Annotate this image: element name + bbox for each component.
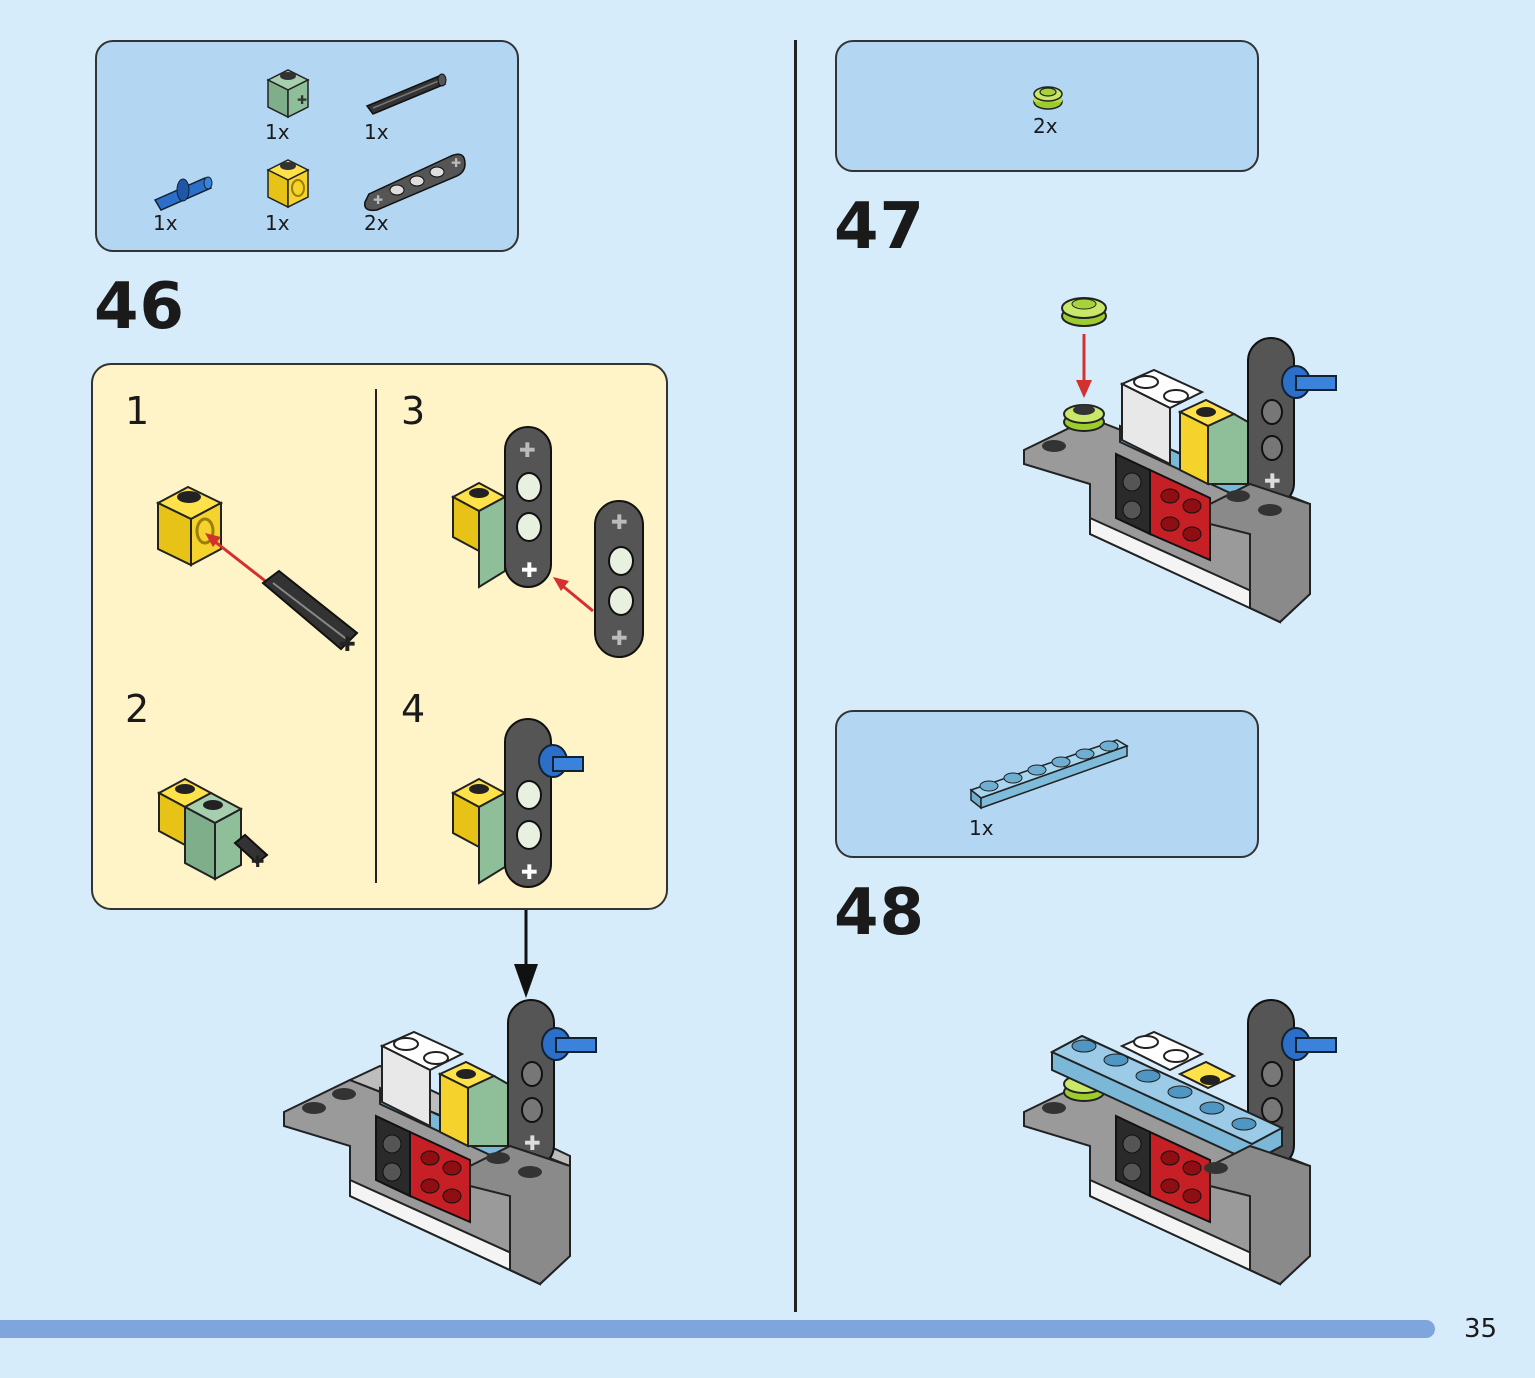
svg-text:✚: ✚ bbox=[519, 438, 536, 462]
svg-text:✚: ✚ bbox=[1264, 469, 1281, 493]
step-47-model: ✚ bbox=[1023, 297, 1337, 624]
step-number-47: 47 bbox=[834, 190, 926, 264]
part-qty: 1x bbox=[265, 120, 290, 144]
part-qty: 2x bbox=[364, 211, 389, 235]
part-qty: 2x bbox=[1033, 114, 1058, 138]
part-qty: 1x bbox=[265, 211, 290, 235]
substep-3-illustration: ✚ ✚ ✚ ✚ bbox=[450, 426, 644, 658]
svg-text:✚: ✚ bbox=[451, 156, 461, 170]
part-qty: 1x bbox=[969, 816, 994, 840]
svg-text:✚: ✚ bbox=[524, 1131, 541, 1155]
svg-text:✚: ✚ bbox=[297, 93, 307, 107]
svg-text:✚: ✚ bbox=[611, 626, 628, 650]
parts-callout-step-48: 1x bbox=[835, 710, 1259, 858]
sub-assembly-panel: 1 2 3 4 ✚ ✚ ✚ ✚ bbox=[91, 363, 668, 910]
part-qty: 1x bbox=[364, 120, 389, 144]
parts-callout-step-47: 2x bbox=[835, 40, 1259, 172]
substep-number-2: 2 bbox=[125, 687, 150, 731]
svg-text:✚: ✚ bbox=[521, 558, 538, 582]
svg-text:✚: ✚ bbox=[611, 510, 628, 534]
step-48-model: ✚ bbox=[1023, 999, 1337, 1286]
substep-1-illustration: ✚ bbox=[155, 485, 359, 656]
svg-text:✚: ✚ bbox=[251, 852, 264, 871]
substep-4-illustration: ✚ bbox=[450, 718, 584, 888]
step-number-46: 46 bbox=[94, 270, 186, 344]
black-axle-icon bbox=[365, 73, 447, 115]
lime-round-plate-icon bbox=[1033, 86, 1063, 110]
step-number-48: 48 bbox=[834, 876, 926, 950]
svg-text:✚: ✚ bbox=[339, 632, 356, 656]
substep-2-illustration: ✚ bbox=[156, 777, 269, 881]
substep-number-3: 3 bbox=[401, 389, 426, 433]
footer-progress-bar bbox=[0, 1320, 1435, 1338]
green-technic-brick-icon: ✚ bbox=[266, 69, 310, 119]
assembly-arrow bbox=[514, 910, 538, 998]
substep-number-1: 1 bbox=[125, 389, 150, 433]
medium-azure-plate-1x6-icon bbox=[969, 739, 1129, 810]
svg-text:✚: ✚ bbox=[373, 193, 383, 207]
page-number: 35 bbox=[1464, 1314, 1498, 1344]
substep-number-4: 4 bbox=[401, 687, 426, 731]
svg-text:✚: ✚ bbox=[521, 860, 538, 884]
dark-gray-liftarm-icon: ✚ ✚ bbox=[364, 153, 466, 212]
yellow-technic-brick-icon bbox=[266, 159, 310, 209]
parts-callout-step-46: ✚ 1x 1x 1x 1x ✚ ✚ 2x bbox=[95, 40, 519, 252]
step-46-model: ✚ bbox=[283, 999, 597, 1286]
part-qty: 1x bbox=[153, 211, 178, 235]
page-divider bbox=[794, 40, 797, 1312]
blue-pin-icon bbox=[153, 176, 213, 211]
sub-panel-divider bbox=[375, 389, 377, 883]
